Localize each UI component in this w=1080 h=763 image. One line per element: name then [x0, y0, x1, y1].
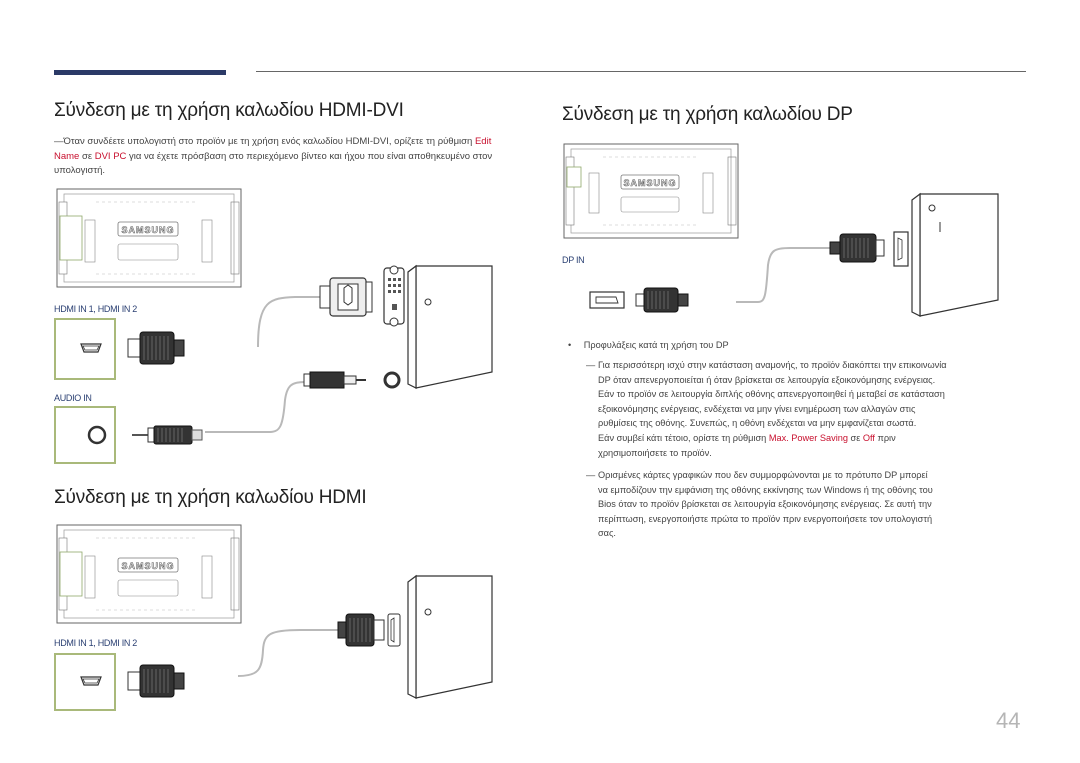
- section-title-hdmi-dvi: Σύνδεση με τη χρήση καλωδίου HDMI-DVI: [54, 100, 404, 121]
- pc-tower-illustration: [407, 574, 493, 699]
- samsung-logo: SAMSUNG: [623, 178, 676, 188]
- dp-port-icon: [589, 291, 625, 309]
- note-text: πριν: [874, 432, 896, 443]
- audio-port-connection: [54, 406, 203, 464]
- off-setting: Off: [862, 432, 875, 443]
- dvi-pc-setting: DVI PC: [94, 150, 127, 162]
- samsung-logo: SAMSUNG: [121, 561, 174, 571]
- note-line: DP όταν απενεργοποιείται ή όταν βρίσκετα…: [598, 374, 936, 385]
- pc-dp-port-icon: [893, 231, 909, 267]
- note-line: ρυθμίσεις της οθόνης. Συνεπώς, η οθόνη ε…: [598, 418, 917, 429]
- note-line: Ορισμένες κάρτες γραφικών που δεν συμμορ…: [598, 470, 928, 480]
- audio-jack-icon: [87, 425, 107, 445]
- port-label-hdmi: HDMI IN 1, HDMI IN 2: [54, 304, 138, 314]
- monitor-back-illustration: SAMSUNG: [56, 524, 242, 624]
- dp-connector: [829, 231, 909, 267]
- note-line: σας.: [598, 528, 616, 539]
- dp-note-graphics-cards: ― Ορισμένες κάρτες γραφικών που δεν συμμ…: [586, 468, 1036, 541]
- pc-audio-jack-icon: [383, 371, 401, 389]
- bullet-title: Προφυλάξεις κατά τη χρήση του DP: [583, 340, 729, 350]
- note-text: Εάν συμβεί κάτι τέτοιο, ορίστε τη ρύθμισ…: [598, 432, 769, 443]
- dp-note-standby: ― Για περισσότερη ισχύ στην κατάσταση αν…: [586, 358, 1036, 460]
- note-line: Εάν συμβεί κάτι τέτοιο, ορίστε τη ρύθμισ…: [598, 431, 1036, 446]
- dp-precautions-heading: • Προφυλάξεις κατά τη χρήση του DP: [568, 338, 729, 353]
- pc-tower-illustration: [911, 192, 999, 317]
- note-dash: ―: [54, 136, 64, 147]
- note-text: Όταν συνδέετε υπολογιστή στο προϊόν με τ…: [63, 136, 475, 147]
- dp-port-connection: [589, 287, 689, 313]
- note-line: Bios όταν το προϊόν βρίσκεται σε λειτουρ…: [598, 499, 932, 510]
- header-rule: [256, 71, 1026, 72]
- port-label-audio: AUDIO IN: [54, 393, 92, 403]
- dvi-connector: [303, 265, 405, 389]
- section-title-dp: Σύνδεση με τη χρήση καλωδίου DP: [562, 104, 853, 125]
- pc-tower-illustration: [407, 264, 493, 389]
- hdmi-connector: [337, 613, 401, 647]
- edit-name-setting: Edit Name: [54, 136, 492, 162]
- note-line: Για περισσότερη ισχύ στην κατάσταση αναμ…: [598, 360, 947, 370]
- chapter-accent-bar: [54, 70, 226, 75]
- bullet-mark: •: [568, 340, 572, 350]
- note-text: σε: [847, 432, 863, 443]
- hdmi-dvi-note: ―Όταν συνδέετε υπολογιστή στο προϊόν με …: [54, 135, 516, 179]
- note-text: σε: [79, 150, 95, 162]
- page-number: 44: [996, 708, 1021, 733]
- note-dash: ―: [586, 360, 596, 370]
- note-line: χρησιμοποιήσετε το προϊόν.: [598, 447, 712, 458]
- note-dash: ―: [586, 470, 596, 480]
- note-line: περίπτωση, ενεργοποιήστε πρώτα το προϊόν…: [598, 513, 933, 524]
- note-line: εξοικονόμησης ενέργειας, ενδέχεται να μη…: [598, 403, 916, 414]
- max-power-saving-setting: Max. Power Saving: [768, 432, 848, 443]
- port-label-dp: DP IN: [562, 255, 585, 265]
- hdmi-port-connection: [54, 653, 185, 711]
- note-text: για να έχετε πρόσβαση στο περιεχόμενο βί…: [54, 150, 493, 177]
- port-label-hdmi: HDMI IN 1, HDMI IN 2: [54, 638, 138, 648]
- hdmi-port-connection: [54, 318, 185, 380]
- note-line: να εμποδίζουν την εμφάνιση της οθόνης εκ…: [598, 484, 933, 495]
- monitor-back-illustration: SAMSUNG: [563, 143, 739, 239]
- dvi-port-icon: [383, 267, 405, 325]
- samsung-logo: SAMSUNG: [121, 225, 174, 235]
- note-line: Εάν το προϊόν σε λειτουργία διπλής οθόνη…: [598, 389, 945, 400]
- section-title-hdmi: Σύνδεση με τη χρήση καλωδίου HDMI: [54, 487, 367, 508]
- monitor-back-illustration: SAMSUNG: [56, 188, 242, 288]
